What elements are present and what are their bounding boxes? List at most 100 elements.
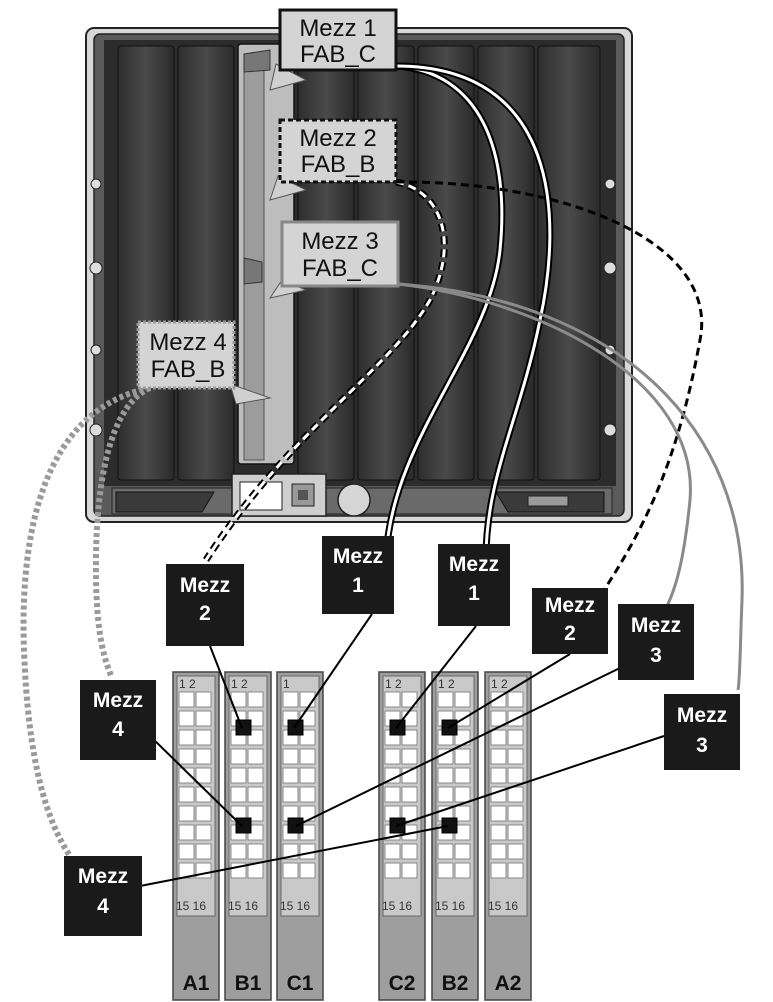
port (178, 843, 195, 860)
port (195, 862, 212, 879)
connected-port (287, 817, 304, 834)
cable-mezz3 (397, 282, 744, 691)
cables (20, 62, 744, 858)
connected-port (235, 817, 252, 834)
port (247, 748, 264, 765)
port (178, 862, 195, 879)
port (454, 767, 471, 784)
cable-mezz1 (382, 62, 554, 567)
io-module-c2: 1 2 15 16 C2 (378, 671, 426, 1001)
io-module-name: B1 (235, 972, 262, 995)
callout-line1: Mezz (677, 704, 727, 727)
port (299, 786, 316, 803)
io-module-name: C2 (389, 972, 416, 995)
port (178, 786, 195, 803)
port (178, 691, 195, 708)
port (454, 843, 471, 860)
port (247, 691, 264, 708)
callout-mezz2-b1: Mezz 2 (166, 564, 244, 646)
port (401, 729, 418, 746)
port (282, 862, 299, 879)
port (507, 691, 524, 708)
port (384, 862, 401, 879)
port (247, 843, 264, 860)
port (490, 710, 507, 727)
top-port-numbers: 1 2 (179, 677, 196, 691)
callout-line2: 1 (468, 582, 480, 605)
bottom-port-numbers: 15 16 (176, 899, 206, 913)
enclosure-label-mezz2: Mezz 2 FAB_B (269, 118, 398, 201)
mezz4-label-line1: Mezz 4 (149, 329, 226, 356)
callout-line2: 2 (564, 622, 576, 645)
port (299, 767, 316, 784)
cable-mezz4 (20, 385, 152, 858)
port (507, 824, 524, 841)
port (247, 729, 264, 746)
top-port-numbers: 1 2 (491, 677, 508, 691)
callout-line1: Mezz (333, 545, 383, 568)
mezz2-label-line1: Mezz 2 (299, 125, 376, 152)
port (401, 862, 418, 879)
port (299, 748, 316, 765)
bottom-port-numbers: 15 16 (382, 899, 412, 913)
port (384, 786, 401, 803)
callout-mezz4-b1: Mezz 4 (80, 680, 156, 760)
port (490, 862, 507, 879)
port (437, 862, 454, 879)
bottom-port-numbers: 15 16 (488, 899, 518, 913)
enclosure-label-mezz1: Mezz 1 FAB_C (269, 8, 398, 91)
port (507, 748, 524, 765)
port (401, 691, 418, 708)
port (230, 748, 247, 765)
port (384, 843, 401, 860)
port (490, 824, 507, 841)
bottom-port-numbers: 15 16 (228, 899, 258, 913)
callout-mezz2-b2: Mezz 2 (532, 588, 608, 654)
top-port-numbers: 1 2 (385, 677, 402, 691)
port (178, 805, 195, 822)
port (507, 843, 524, 860)
port (299, 729, 316, 746)
port (401, 843, 418, 860)
port (178, 748, 195, 765)
callout-line1: Mezz (631, 614, 681, 637)
port (178, 824, 195, 841)
port (195, 691, 212, 708)
mezz1-label-line2: FAB_C (300, 41, 376, 68)
top-port-numbers: 1 2 (438, 677, 455, 691)
port (282, 767, 299, 784)
callout-line1: Mezz (78, 865, 128, 888)
port (247, 767, 264, 784)
top-port-numbers: 1 2 (231, 677, 248, 691)
port (384, 748, 401, 765)
port (195, 767, 212, 784)
io-module-name: B2 (442, 972, 469, 995)
mezz3-label-line2: FAB_C (302, 255, 378, 282)
port (454, 786, 471, 803)
mezz1-label-line1: Mezz 1 (299, 15, 376, 42)
port (454, 862, 471, 879)
callout-mezz1-c2: Mezz 1 (438, 544, 510, 626)
callout-line2: 4 (112, 718, 124, 741)
callout-line1: Mezz (93, 689, 143, 712)
enclosure-label-mezz3: Mezz 3 FAB_C (268, 220, 400, 299)
port (507, 729, 524, 746)
port (437, 843, 454, 860)
enclosure-label-mezz4: Mezz 4 FAB_B (136, 320, 272, 405)
port (195, 805, 212, 822)
top-port-numbers: 1 (283, 677, 290, 691)
port (454, 748, 471, 765)
port (282, 691, 299, 708)
port (454, 805, 471, 822)
port (247, 786, 264, 803)
callout-mezz4-b2: Mezz 4 (64, 856, 142, 936)
port (195, 748, 212, 765)
port (401, 786, 418, 803)
port (247, 710, 264, 727)
bottom-port-numbers: 15 16 (435, 899, 465, 913)
callout-line2: 4 (97, 895, 109, 918)
port (490, 729, 507, 746)
